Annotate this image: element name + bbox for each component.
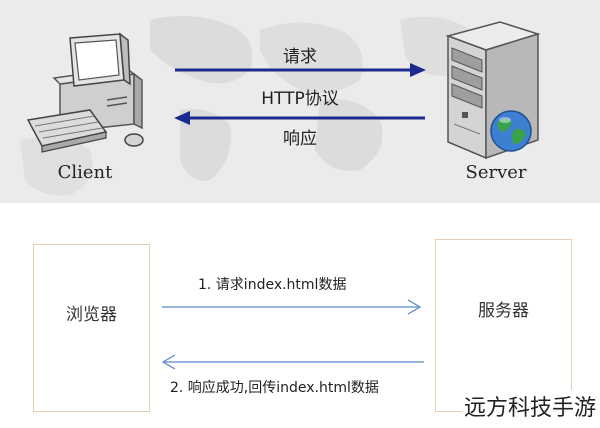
top-arrows — [174, 63, 426, 125]
response-arrow-head — [174, 111, 190, 125]
globe-icon — [490, 110, 532, 152]
server-label: 服务器 — [478, 301, 529, 321]
server-box — [435, 239, 572, 412]
request-arrow-head — [410, 63, 426, 77]
response-message-arrow-head — [161, 354, 176, 370]
request-message-arrow-head — [407, 299, 422, 315]
server-caption: Server — [465, 162, 527, 183]
request-label: 请求 — [283, 47, 317, 67]
response-message-label: 2. 响应成功,回传index.html数据 — [170, 380, 379, 396]
top-diagram-panel: Client 请求 HTTP协议 响应 Server — [0, 0, 600, 203]
world-map-background — [20, 16, 473, 196]
protocol-label: HTTP协议 — [261, 89, 339, 109]
browser-box — [33, 244, 150, 412]
client-computer-icon — [26, 32, 144, 153]
browser-label: 浏览器 — [66, 305, 117, 325]
response-label: 响应 — [283, 129, 317, 149]
watermark-text: 远方科技手游 — [461, 390, 598, 422]
request-message-label: 1. 请求index.html数据 — [198, 277, 347, 293]
client-caption: Client — [57, 162, 113, 183]
